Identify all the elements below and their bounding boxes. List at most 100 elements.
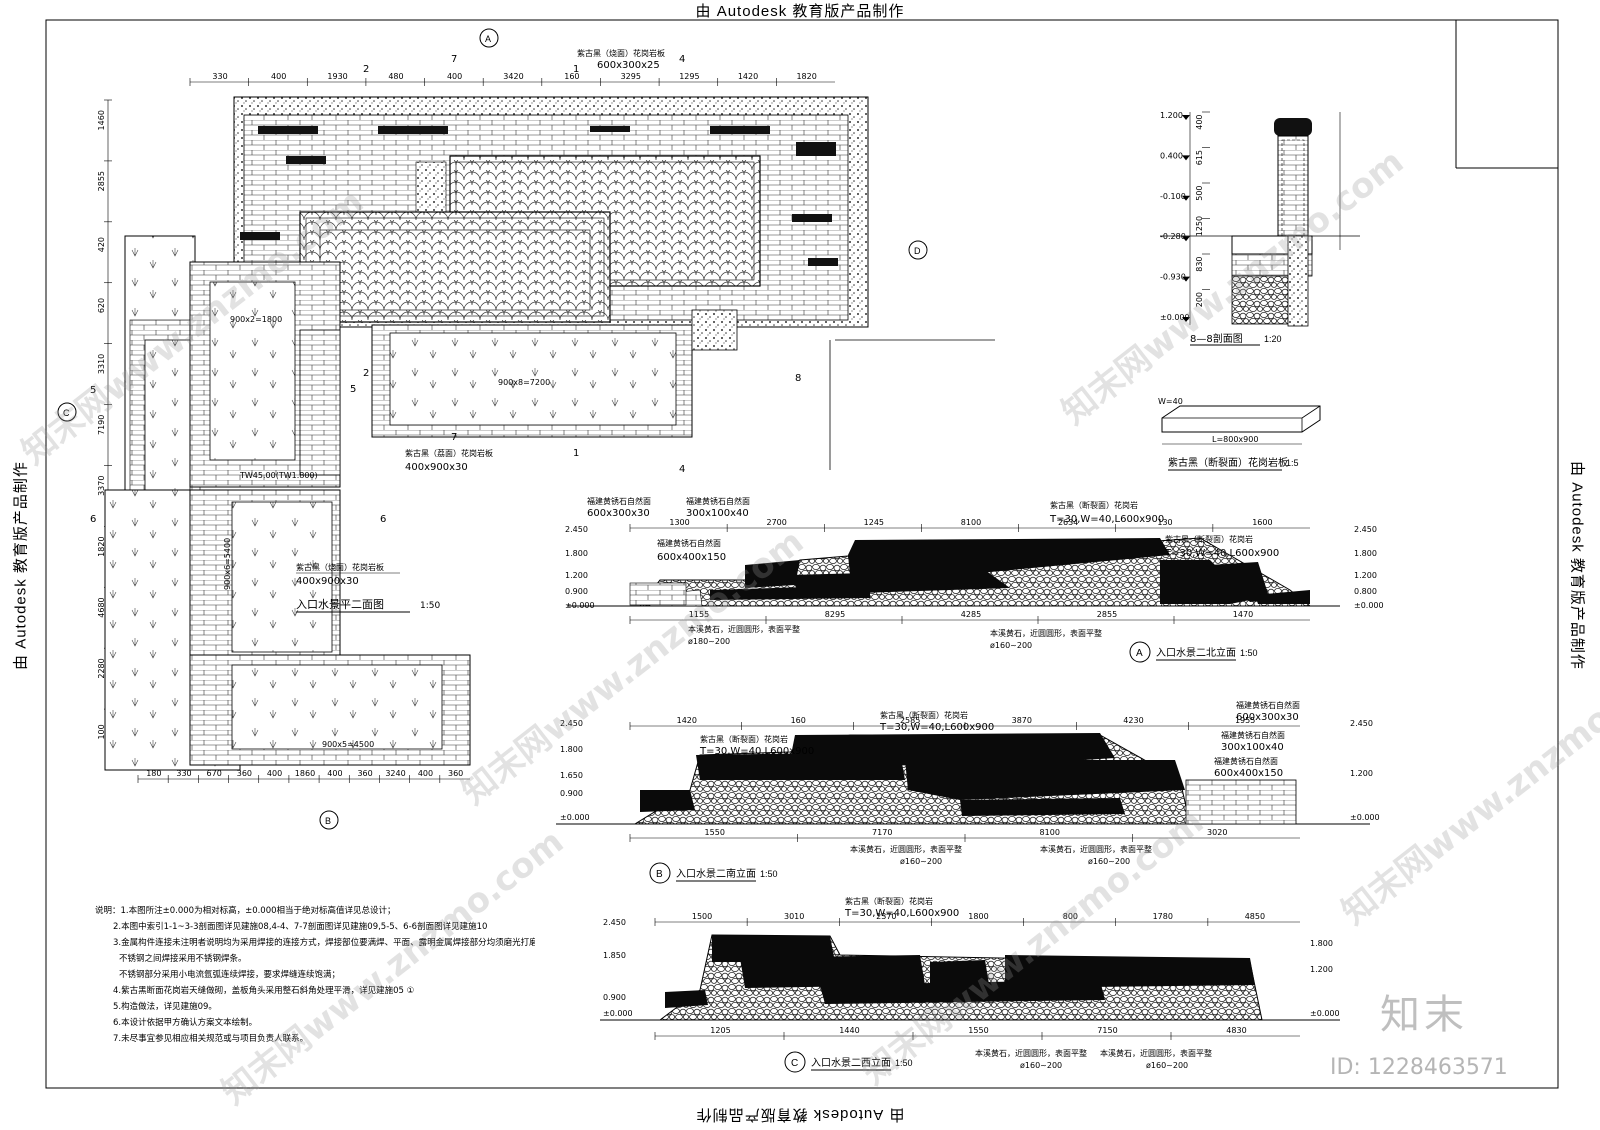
- dimension-label: 3870: [1012, 716, 1032, 725]
- ea-scale: 1:50: [1240, 648, 1258, 658]
- section-5b: 5: [350, 384, 356, 395]
- slab-scale: 1:5: [1286, 458, 1299, 468]
- svg-text:D: D: [914, 246, 921, 256]
- eb-label: 300x100x40: [1221, 742, 1284, 753]
- eb-label: 福建黄锈石自然面: [1236, 700, 1300, 710]
- level-label: 2.450: [565, 525, 588, 534]
- dimension-label: 400: [271, 72, 286, 81]
- eb-stone-note2: 本溪黄石，近圆圆形，表面平整: [1040, 844, 1152, 854]
- ec-stone-size2: ø160~200: [1146, 1061, 1188, 1070]
- level-label: ±0.000: [560, 813, 590, 822]
- brand-logo: 知末: [1380, 992, 1468, 1038]
- plan-title: 入口水景平二面图: [296, 598, 384, 611]
- dimension-label: 8100: [961, 518, 981, 527]
- level-label: 1.650: [560, 771, 583, 780]
- eb-label: 紫古黑（断裂面）花岗岩: [880, 710, 968, 720]
- ea-label: 福建黄锈石自然面: [686, 496, 750, 506]
- note-line: 5.构造做法，详见建施09。: [113, 1002, 217, 1012]
- ea-label: T=30,W=40,L600x900: [1049, 514, 1164, 525]
- section-2b: 2: [363, 368, 369, 379]
- section-8: 8: [795, 373, 801, 384]
- material-bottom-label: 紫古黑（荔面）花岗岩板: [405, 448, 493, 458]
- dimension-label: 615: [1195, 150, 1204, 165]
- level-marker: [1182, 276, 1190, 282]
- dimension-label: 7170: [872, 828, 892, 837]
- marker-c: C: [57, 402, 77, 422]
- level-label: ±0.000: [603, 1009, 633, 1018]
- ea-label: 300x100x40: [686, 508, 749, 519]
- section-5: 5: [90, 385, 96, 396]
- level-marker: [1182, 155, 1190, 161]
- ea-stone-note2: 本溪黄石，近圆圆形，表面平整: [990, 628, 1102, 638]
- level-label: -0.100: [1160, 192, 1186, 201]
- level-label: ±0.000: [1350, 813, 1380, 822]
- level-label: 1.200: [1350, 769, 1373, 778]
- dimension-label: 480: [388, 72, 403, 81]
- material-mid-size: 400x900x30: [296, 576, 359, 587]
- marker-a: A: [479, 28, 499, 48]
- material-mid-label: 紫古黑（烧面）花岗岩板: [296, 562, 384, 572]
- svg-text:A: A: [485, 34, 491, 44]
- dimension-label: 620: [97, 298, 106, 313]
- dimension-label: 1780: [1153, 912, 1173, 921]
- material-bottom-size: 400x900x30: [405, 462, 468, 473]
- sheet-frame: [45, 19, 1559, 1089]
- eb-label: T=30,W=40,L600x900: [879, 722, 994, 733]
- dimension-label: 2700: [767, 518, 787, 527]
- dimension-label: 3240: [385, 769, 405, 778]
- dimension-label: 1420: [677, 716, 697, 725]
- dimension-label: 400: [267, 769, 282, 778]
- section-7b: 7: [451, 432, 457, 443]
- slab-w: W=40: [1158, 397, 1183, 406]
- eb-label: 600x400x150: [1214, 768, 1283, 779]
- dimension-label: 1295: [679, 72, 699, 81]
- ea-label: 福建黄锈石自然面: [657, 538, 721, 548]
- level-label: -0.280: [1160, 232, 1186, 241]
- ea-stone-note: 本溪黄石，近圆圆形，表面平整: [688, 624, 800, 634]
- dimension-label: 7150: [1097, 1026, 1117, 1035]
- section-6: 6: [90, 514, 96, 525]
- dimension-label: 4850: [1245, 912, 1265, 921]
- eb-label: 紫古黑（断裂面）花岗岩: [700, 734, 788, 744]
- dimension-label: 3370: [97, 476, 106, 496]
- dimension-label: 400: [418, 769, 433, 778]
- dimension-label: 4230: [1123, 716, 1143, 725]
- plan-scale: 1:50: [420, 601, 440, 611]
- dimension-label: 1155: [689, 610, 709, 619]
- ec-title: 入口水景二西立面: [811, 1056, 891, 1069]
- level-label: 0.800: [1354, 587, 1377, 596]
- slab-dim: L=800x900: [1212, 435, 1258, 444]
- svg-text:C: C: [63, 408, 70, 418]
- level-marker: [1182, 236, 1190, 242]
- eb-label: 福建黄锈石自然面: [1214, 756, 1278, 766]
- svg-text:C: C: [791, 1058, 798, 1069]
- dimension-label: 200: [1195, 292, 1204, 307]
- eb-scale: 1:50: [760, 869, 778, 879]
- ec-scale: 1:50: [895, 1058, 913, 1068]
- dimension-label: 160: [791, 716, 806, 725]
- dimension-label: 1500: [692, 912, 712, 921]
- section-1b: 1: [573, 448, 579, 459]
- ec-stone-note2: 本溪黄石，近圆圆形，表面平整: [1100, 1048, 1212, 1058]
- level-label: 1.800: [565, 549, 588, 558]
- dimension-label: 3310: [97, 354, 106, 374]
- dimension-label: 1205: [710, 1026, 730, 1035]
- dimension-label: 360: [237, 769, 252, 778]
- dimension-label: 3295: [621, 72, 641, 81]
- ea-title: 入口水景二北立面: [1156, 646, 1236, 659]
- dimension-label: 2855: [1097, 610, 1117, 619]
- dimension-label: 8100: [1040, 828, 1060, 837]
- level-label: -0.930: [1160, 273, 1186, 282]
- pool-dim-label: 900x8=7200: [498, 378, 550, 387]
- dimension-label: 1245: [864, 518, 884, 527]
- level-label: 0.900: [560, 789, 583, 798]
- dimension-label: 2634: [1058, 518, 1078, 527]
- level-label: 2.450: [1354, 525, 1377, 534]
- material-top-size: 600x300x25: [597, 60, 660, 71]
- eb-title: 入口水景二南立面: [676, 867, 756, 880]
